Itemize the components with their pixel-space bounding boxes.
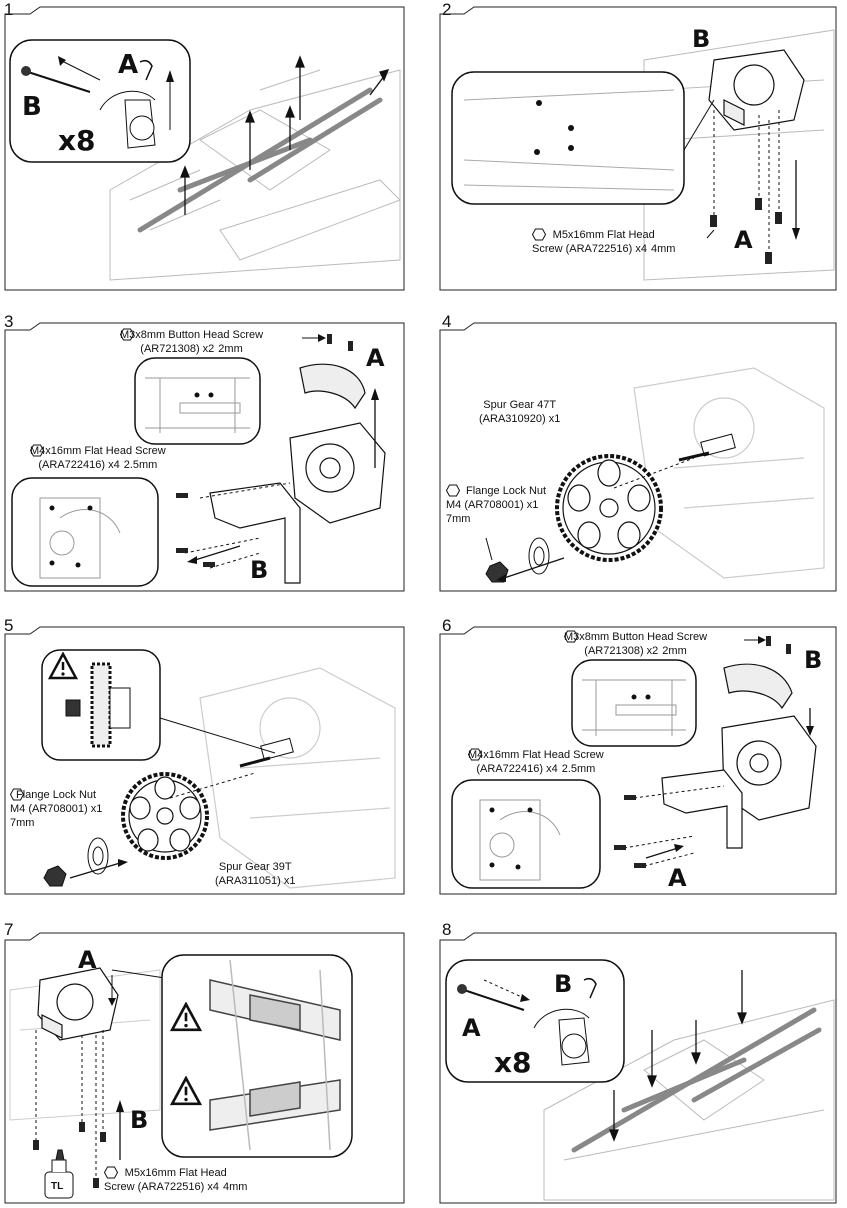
gearbox (661, 663, 817, 849)
callout-letter-a: A (118, 50, 139, 80)
step-6-panel: 6 B A M3x8mm Button Head Screw (AR721308… (424, 608, 847, 900)
step-2-panel: 2 B A M (424, 0, 847, 300)
callout-letter-b: B (22, 92, 42, 122)
step-8-panel: 8 B A x8 (424, 910, 847, 1208)
step-3-panel: 3 A B M3x8mm Button Head Screw (AR721308… (0, 308, 424, 598)
step-number: 5 (4, 616, 14, 635)
gearbox (209, 363, 386, 584)
callout-letter-b: B (130, 1106, 149, 1134)
step-6-illustration (439, 626, 837, 895)
screw-callout: M5x16mm Flat Head Screw (ARA722516) x4 4… (104, 1166, 248, 1193)
step-8-illustration (439, 932, 837, 1204)
hex-wrench-icon (564, 630, 578, 643)
flange-nut (43, 865, 67, 887)
callout-letter-b: B (804, 646, 823, 674)
flat-head-screw-callout: M4x16mm Flat Head Screw (ARA722416) x4 2… (30, 444, 166, 471)
button-head-screw-callout: M3x8mm Button Head Screw (AR721308) x2 2… (120, 328, 264, 355)
spur-gear-callout: Spur Gear 39T (ARA311051) x1 (215, 861, 296, 887)
callout-letter-b: B (250, 556, 269, 584)
flange-nut-callout: Flange Lock Nut M4 (AR708001) x1 7mm (10, 788, 103, 829)
hex-wrench-icon (10, 788, 24, 801)
flat-head-screw-callout: M4x16mm Flat Head Screw (ARA722416) x4 2… (468, 748, 604, 775)
hex-wrench-icon (104, 1166, 118, 1179)
step-2-illustration (439, 6, 837, 291)
warning-icon (170, 1076, 202, 1106)
step-5-panel: 5 Flange Lock Nut M4 (AR708001) x1 7mm S… (0, 608, 424, 900)
button-head-screw-callout: M3x8mm Button Head Screw (AR721308) x2 2… (564, 630, 708, 657)
step-number: 6 (442, 616, 452, 635)
flange-nut-callout: Flange Lock Nut M4 (AR708001) x1 7mm (446, 484, 547, 525)
spur-gear-39t (121, 772, 209, 860)
spur-gear-47t (555, 454, 663, 562)
hex-wrench-icon (120, 328, 134, 341)
callout-letter-a: A (668, 864, 687, 892)
step-number: 2 (442, 0, 452, 19)
step-1-panel: 1 A B x8 (0, 0, 424, 300)
bearing (87, 837, 109, 875)
step-7-panel: 7 A B TL M5x16mm Flat Head Screw (ARA722… (0, 910, 424, 1208)
step-number: 7 (4, 920, 14, 939)
step-1-illustration (4, 6, 405, 291)
step-number: 3 (4, 312, 14, 331)
hex-wrench-icon (446, 484, 460, 497)
screw-callout: M5x16mm Flat Head Screw (ARA722516) x4 4… (532, 228, 676, 255)
gear-side-view (90, 662, 131, 748)
step-4-panel: 4 Spur Gear 47T (ARA310920) x1 Flange Lo… (424, 308, 847, 598)
step-5-illustration (4, 626, 405, 895)
callout-letter-b: B (692, 25, 711, 53)
step-number: 4 (442, 312, 452, 331)
hex-wrench-icon (532, 228, 546, 241)
suspension-links (137, 87, 383, 233)
nut-side-view (65, 699, 81, 717)
spur-gear-callout: Spur Gear 47T (ARA310920) x1 (479, 399, 561, 425)
callout-letter-a: A (462, 1014, 481, 1042)
gearbox (708, 49, 805, 131)
step-7-illustration (4, 932, 405, 1204)
step-3-illustration (4, 322, 405, 592)
warning-icon (170, 1002, 202, 1032)
gearbox (37, 967, 119, 1041)
threadlock-label: TL (51, 1181, 64, 1192)
threadlock-bottle (44, 1149, 74, 1199)
callout-letter-b: B (554, 970, 573, 998)
step-number: 1 (4, 0, 14, 19)
callout-letter-a: A (366, 344, 385, 372)
step-number: 8 (442, 920, 452, 939)
hex-wrench-icon (468, 748, 482, 761)
step-4-illustration (439, 322, 837, 592)
callout-letter-a: A (78, 946, 97, 974)
quantity-label: x8 (494, 1046, 532, 1079)
hex-wrench-icon (30, 444, 44, 457)
warning-icon (48, 652, 78, 680)
quantity-label: x8 (58, 124, 96, 157)
callout-letter-a: A (734, 226, 753, 254)
